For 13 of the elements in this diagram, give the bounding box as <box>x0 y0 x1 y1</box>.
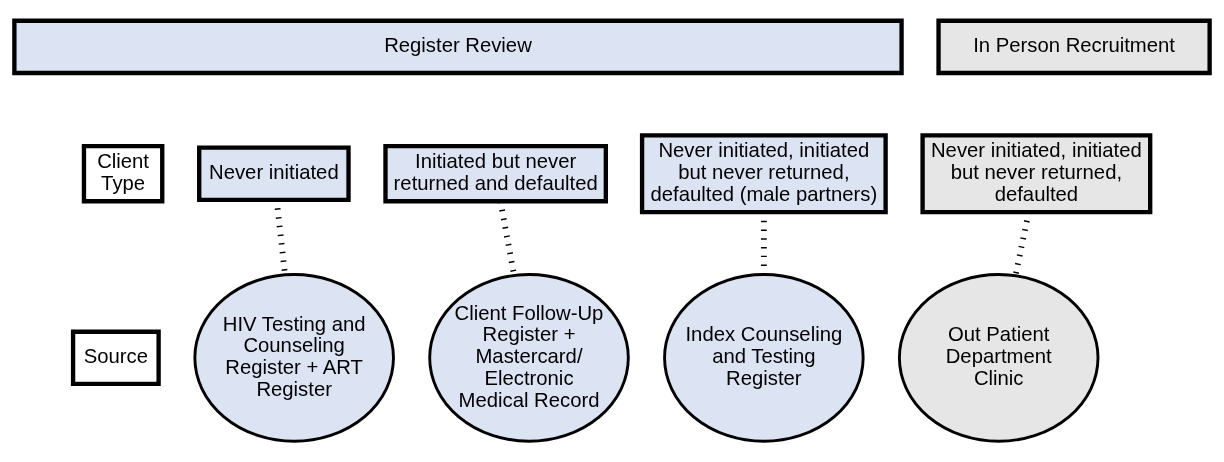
node-box: Source <box>70 329 161 387</box>
node-box: Never initiated <box>197 145 351 202</box>
node-box: Client Type <box>81 144 165 204</box>
node-ellipse: HIV Testing and Counseling Register + ART Register <box>193 273 395 443</box>
node-box: Initiated but never returned and defaulted <box>383 144 608 204</box>
node-box: Register Review <box>12 18 904 76</box>
node-box: In Person Recruitment <box>936 18 1212 76</box>
node-ellipse: Client Follow-Up Register + Mastercard/ Electronic Medical Record <box>428 273 630 443</box>
node-ellipse: Out Patient Department Clinic <box>897 273 1100 443</box>
node-ellipse: Index Counseling and Testing Register <box>663 273 865 443</box>
node-box: Never initiated, initiated but never returned, defaulted (male partners) <box>639 133 888 215</box>
connector <box>1012 211 1032 277</box>
node-box: Never initiated, initiated but never returned, defaulted <box>920 133 1153 215</box>
